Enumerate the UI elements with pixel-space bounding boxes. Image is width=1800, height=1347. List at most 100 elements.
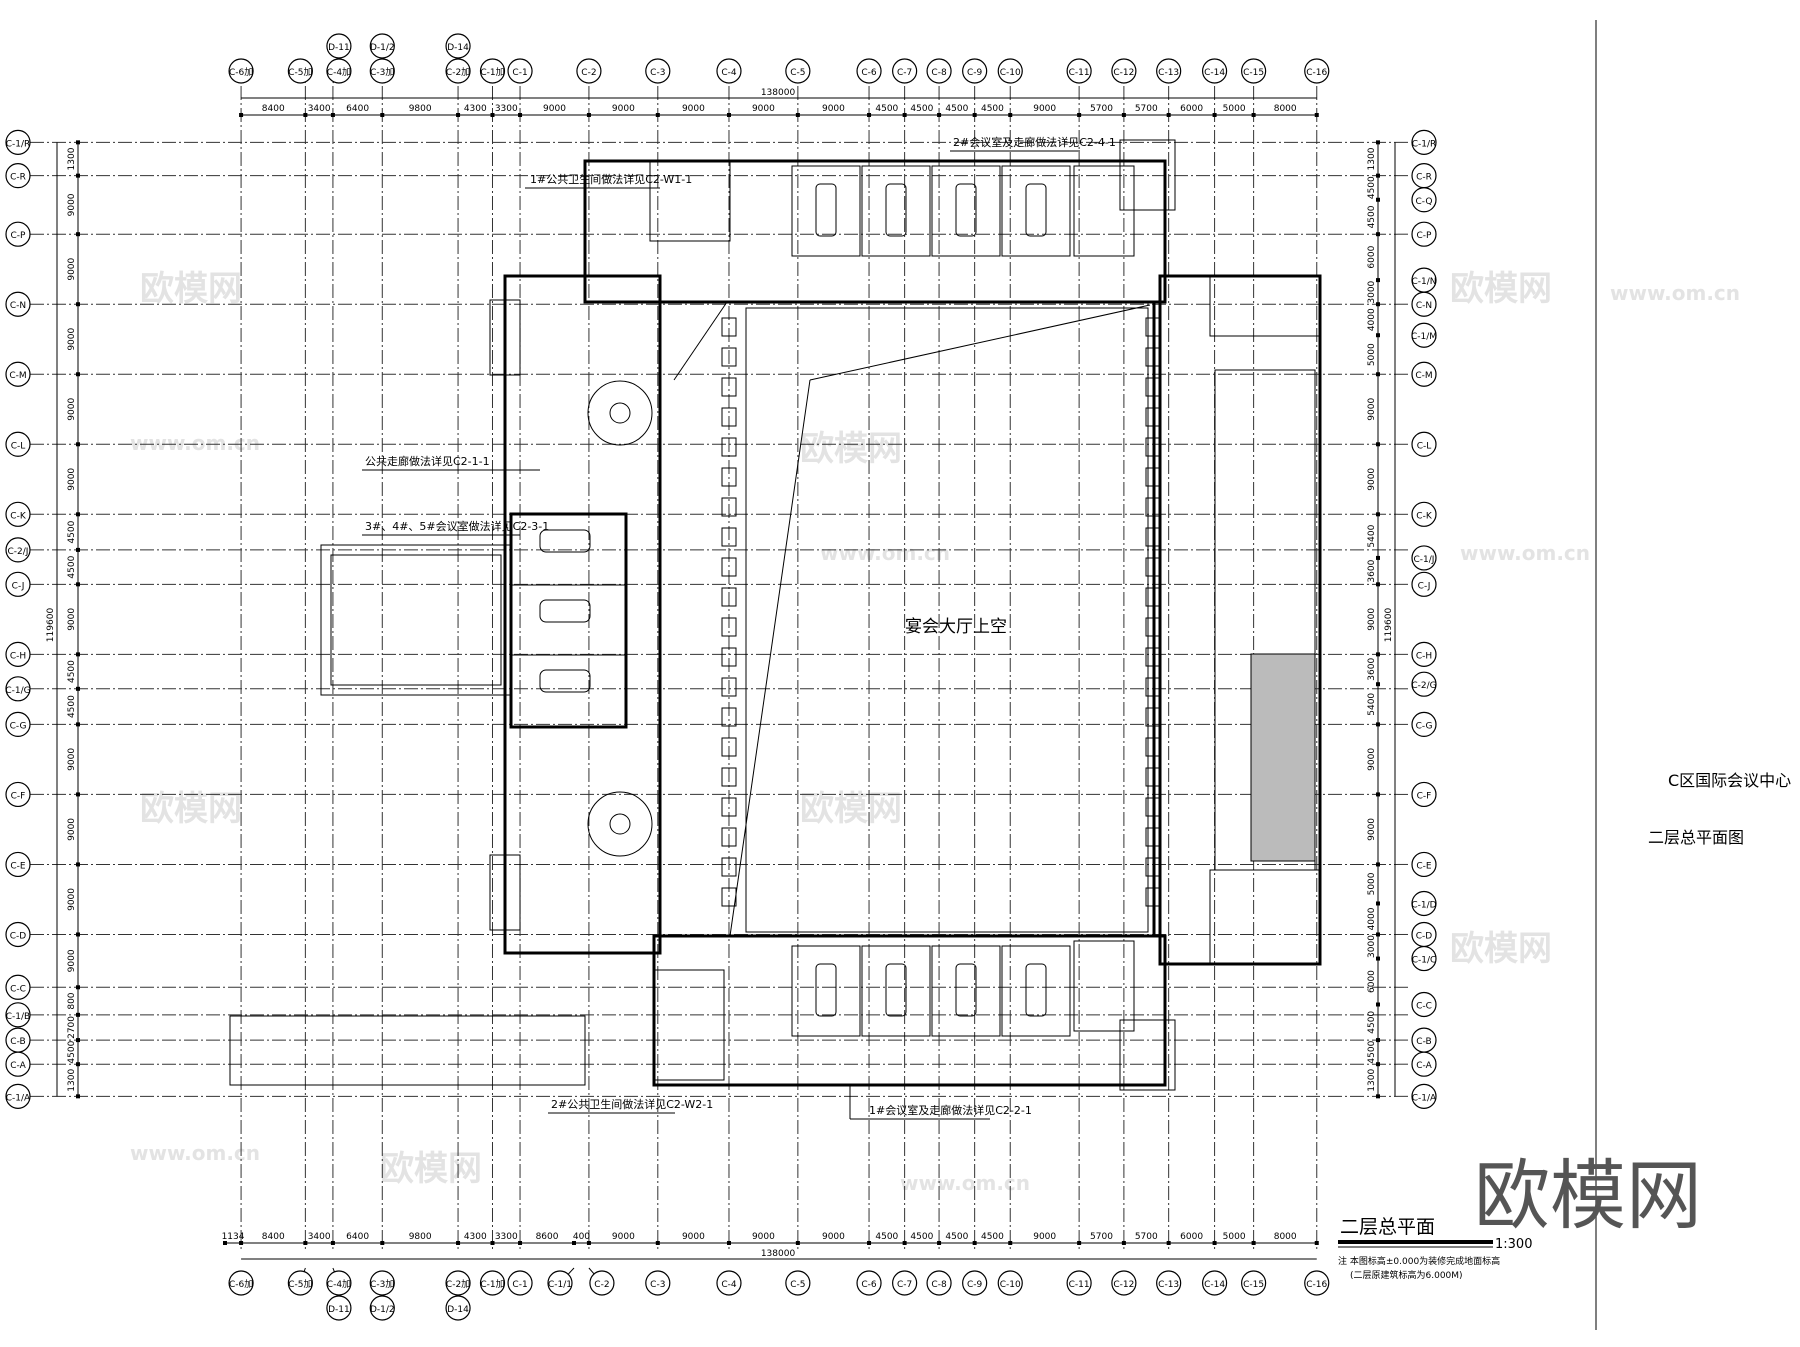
axis-bubble xyxy=(962,58,988,84)
watermark-logo-text: 欧模网 xyxy=(1450,269,1552,309)
axis-right-C-1/N: C-1/N xyxy=(1411,267,1437,293)
axis-right-C-1/J: C-1/J xyxy=(1411,545,1437,571)
top-dim-value: 9000 xyxy=(822,104,845,114)
axis-label: C-13 xyxy=(1158,68,1179,78)
axis-label: C-1/C xyxy=(1412,956,1437,966)
axis-bottom-C-14: C-14 xyxy=(1201,1270,1228,1296)
right-dim-value: 4500 xyxy=(1367,1011,1377,1034)
axis-right-C-B: C-B xyxy=(1411,1027,1437,1053)
watermark-url-text: www.om.cn xyxy=(1610,281,1740,305)
axis-bubble xyxy=(1201,58,1228,84)
axis-right-C-1/M: C-1/M xyxy=(1411,322,1437,348)
conference-table xyxy=(539,529,591,553)
dim-tick xyxy=(76,1038,80,1043)
axis-bubble xyxy=(1111,1270,1137,1296)
axis-bubble xyxy=(1411,291,1437,317)
left-dim-value: 9000 xyxy=(67,193,77,216)
axis-bubble xyxy=(997,58,1023,84)
dim-tick xyxy=(1376,302,1380,307)
right-dim-value: 3600 xyxy=(1367,559,1377,582)
annotation-meeting-1: 1#会议室及走廊做法详见C2-2-1 xyxy=(869,1103,1032,1117)
annotation-meeting-2: 2#会议室及走廊做法详见C2-4-1 xyxy=(953,135,1116,149)
axis-label: D-1/2 xyxy=(370,43,395,53)
right-total: 119600 xyxy=(1384,608,1394,643)
axis-bubble xyxy=(1411,545,1437,571)
axis-bubble xyxy=(785,58,811,84)
axis-left-C-1/G: C-1/G xyxy=(5,676,31,702)
hall-column xyxy=(721,317,737,337)
axis-bubble xyxy=(785,1270,811,1296)
axis-top-C-3加: C-3加 xyxy=(369,58,395,84)
axis-right-C-F: C-F xyxy=(1411,781,1437,808)
axis-bottom-C-16: C-16 xyxy=(1304,1270,1330,1296)
project-name: C区国际会议中心 xyxy=(1668,771,1791,790)
dim-tick xyxy=(76,232,80,237)
axis-label: C-5 xyxy=(790,1280,805,1290)
top-dim-value: 9000 xyxy=(612,104,635,114)
axis-bubble xyxy=(5,851,31,878)
dim-tick xyxy=(76,932,80,937)
bottom-dim-value: 4500 xyxy=(981,1232,1004,1242)
dim-tick xyxy=(586,1241,591,1245)
service-room xyxy=(1073,165,1135,257)
dim-tick xyxy=(1376,140,1380,145)
axis-bubble xyxy=(326,1295,352,1321)
meeting-rooms xyxy=(539,165,1161,1037)
meeting-room xyxy=(1001,945,1071,1037)
axis-top-C-6加: C-6加 xyxy=(228,58,254,84)
dim-tick xyxy=(1376,372,1380,377)
axis-left-C-A: C-A xyxy=(5,1051,31,1077)
axis-label: C-M xyxy=(1415,371,1432,381)
dim-tick xyxy=(456,1241,461,1245)
dim-tick xyxy=(1376,901,1380,906)
conference-table xyxy=(885,963,907,1017)
dim-tick xyxy=(239,113,244,117)
axis-bottom-C-3加: C-3加 xyxy=(369,1270,395,1296)
axis-right-C-P: C-P xyxy=(1411,221,1437,247)
hall-column xyxy=(721,407,737,427)
axis-label: C-15 xyxy=(1243,68,1264,78)
axis-bottom-C-12: C-12 xyxy=(1111,1270,1137,1296)
axis-label: C-10 xyxy=(1000,1280,1021,1290)
axis-bottom-C-10: C-10 xyxy=(997,1270,1023,1296)
axis-label: C-A xyxy=(1416,1061,1432,1071)
dim-tick xyxy=(1376,1094,1380,1099)
axis-bubble xyxy=(1241,1270,1267,1296)
axis-label: C-6加 xyxy=(229,1279,253,1290)
axis-label: C-13 xyxy=(1158,1280,1179,1290)
axis-label: C-E xyxy=(10,861,26,871)
bottom-dim-value: 9800 xyxy=(409,1232,432,1242)
right-dim-value: 4500 xyxy=(1367,176,1377,199)
hall-column xyxy=(721,707,737,727)
dim-tick xyxy=(795,1241,800,1245)
service-room xyxy=(1073,940,1135,1032)
axis-left-C-G: C-G xyxy=(5,711,31,737)
axis-top-C-9: C-9 xyxy=(962,58,988,84)
meeting-room xyxy=(791,945,861,1037)
axis-bubble xyxy=(5,1002,31,1028)
axis-label: C-3加 xyxy=(370,67,394,78)
axis-label: C-P xyxy=(11,231,27,241)
axis-top-C-4加: C-4加 xyxy=(326,58,352,84)
dim-tick xyxy=(76,862,80,867)
axis-bubble xyxy=(547,1270,573,1296)
watermark-logo-text: 欧模网 xyxy=(800,789,902,829)
bottom-dim-value: 3400 xyxy=(308,1232,331,1242)
dim-tick xyxy=(76,686,80,691)
axis-right-C-N: C-N xyxy=(1411,291,1437,317)
dim-tick xyxy=(490,113,495,117)
south-wing xyxy=(652,934,1167,1087)
axis-label: C-1加 xyxy=(480,1279,504,1290)
south-toilets xyxy=(653,969,725,1081)
axis-label: C-11 xyxy=(1069,68,1090,78)
watermark-layer: 欧模网欧模网欧模网欧模网欧模网欧模网欧模网www.om.cnwww.om.cnw… xyxy=(130,269,1740,1195)
bottom-dim-value: 9000 xyxy=(1033,1232,1056,1242)
axis-label: C-14 xyxy=(1204,1280,1225,1290)
axis-label: C-H xyxy=(10,651,26,661)
axis-label: C-1/1 xyxy=(548,1280,572,1290)
dim-tick xyxy=(76,1094,80,1099)
left-total: 119600 xyxy=(46,608,56,643)
left-dim-value: 9000 xyxy=(67,888,77,911)
left-dim-value: 9000 xyxy=(67,398,77,421)
watermark-url-text: www.om.cn xyxy=(1460,541,1590,565)
